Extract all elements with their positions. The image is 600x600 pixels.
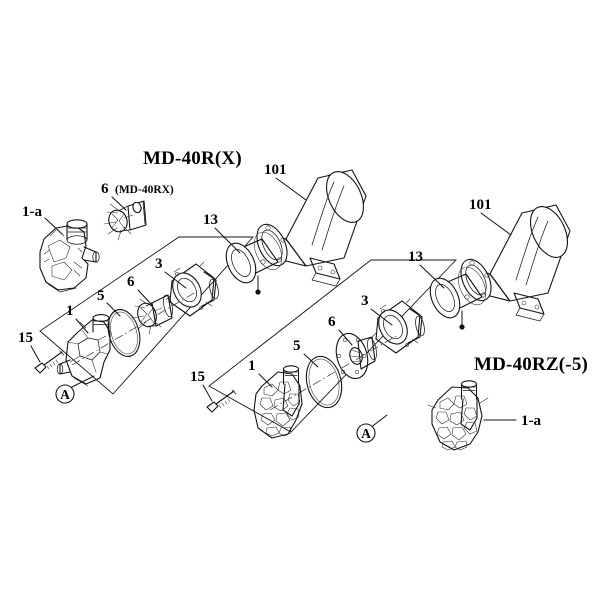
part-6-impeller-md40rx bbox=[103, 200, 147, 241]
callout-label-1a-left: 1-a bbox=[22, 204, 42, 220]
group-marker-a-left-label: A bbox=[60, 387, 70, 402]
callout-6-right: 6 bbox=[328, 314, 353, 346]
callout-label-md40rx-note: (MD-40RX) bbox=[115, 184, 174, 196]
title-left: MD-40R(X) bbox=[143, 148, 242, 169]
callout-15-left: 15 bbox=[18, 330, 41, 363]
leader-dot-13-left bbox=[255, 275, 261, 295]
part-13-spacer-left bbox=[225, 231, 283, 284]
assembly-group-box-left bbox=[39, 236, 255, 395]
callout-label-13-right: 13 bbox=[408, 249, 423, 265]
part-6-impeller-left bbox=[131, 294, 173, 335]
callout-label-1-left: 1 bbox=[66, 303, 74, 319]
centerline-left bbox=[71, 291, 197, 366]
callout-1-left: 1 bbox=[66, 303, 89, 334]
callout-6-md40rx: 6 (MD-40RX) bbox=[101, 181, 174, 211]
callout-label-6-rx: 6 bbox=[101, 181, 109, 197]
callout-label-3-left: 3 bbox=[155, 256, 163, 272]
callout-6-left: 6 bbox=[127, 274, 153, 306]
callout-5-left: 5 bbox=[97, 288, 121, 317]
part-101-motor-left bbox=[256, 169, 367, 287]
leader-dot-13-right bbox=[459, 310, 465, 330]
callout-1a-right: 1-a bbox=[483, 413, 541, 429]
callout-5-right: 5 bbox=[293, 338, 319, 368]
callout-101-right: 101 bbox=[469, 197, 512, 236]
group-marker-a-right-label: A bbox=[361, 426, 371, 441]
callout-label-1-right: 1 bbox=[248, 358, 256, 374]
callout-label-5-right: 5 bbox=[293, 338, 301, 354]
callout-label-15-right: 15 bbox=[190, 369, 205, 385]
part-1a-pump-head-right bbox=[427, 380, 489, 451]
part-3-rear-casing-right bbox=[371, 298, 425, 354]
part-1-casing-right bbox=[253, 365, 303, 439]
callout-15-right: 15 bbox=[190, 369, 213, 402]
callout-13-right: 13 bbox=[408, 249, 445, 289]
callout-3-left: 3 bbox=[155, 256, 187, 289]
part-15-bolt-left bbox=[34, 350, 65, 374]
callout-label-15-left: 15 bbox=[18, 330, 33, 346]
callout-1-right: 1 bbox=[248, 358, 273, 388]
callout-label-13-left: 13 bbox=[203, 212, 218, 228]
centerline-right bbox=[269, 334, 399, 411]
callout-label-6-right: 6 bbox=[328, 314, 336, 330]
part-5-oring-right bbox=[305, 355, 343, 409]
title-right: MD-40RZ(-5) bbox=[474, 354, 588, 375]
assembly-group-box-right bbox=[208, 259, 458, 433]
callout-label-5-left: 5 bbox=[97, 288, 105, 304]
callout-label-101-right: 101 bbox=[469, 197, 492, 213]
callout-101-left: 101 bbox=[264, 162, 307, 201]
part-1a-pump-head-left bbox=[39, 219, 100, 293]
callout-3-right: 3 bbox=[361, 293, 393, 326]
callout-label-1a-right: 1-a bbox=[521, 413, 541, 429]
group-marker-a-right: A bbox=[356, 414, 388, 443]
part-3-rear-casing-left bbox=[165, 261, 219, 317]
group-marker-a-left: A bbox=[55, 375, 95, 404]
part-101-motor-right bbox=[460, 204, 571, 322]
part-15-bolt-right bbox=[206, 389, 237, 413]
part-6-impeller-disc-right bbox=[335, 332, 377, 380]
callout-label-6-left: 6 bbox=[127, 274, 135, 290]
callout-1a-left: 1-a bbox=[22, 204, 63, 235]
callout-13-left: 13 bbox=[203, 212, 241, 254]
part-1-casing-left bbox=[56, 314, 111, 387]
part-13-spacer-right bbox=[429, 266, 487, 319]
callout-label-101-left: 101 bbox=[264, 162, 287, 178]
callout-label-3-right: 3 bbox=[361, 293, 369, 309]
